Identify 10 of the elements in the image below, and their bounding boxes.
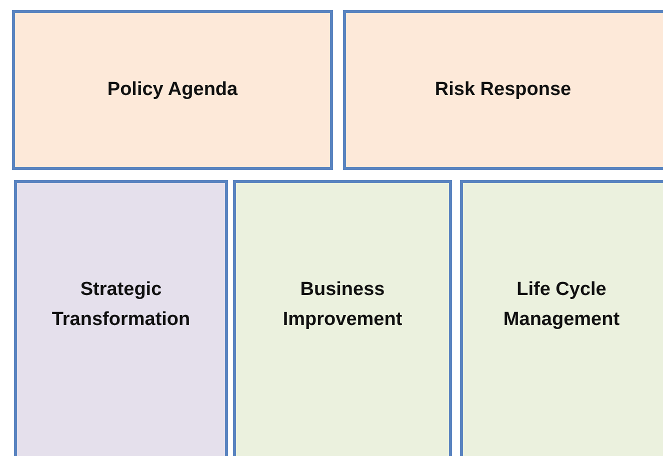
category-box xyxy=(233,180,452,456)
box-label: Life Cycle Management xyxy=(502,278,621,332)
category-box xyxy=(12,10,333,170)
category-box xyxy=(460,180,663,456)
box-label: Policy Agenda xyxy=(107,78,238,102)
box-label: Strategic Transformation xyxy=(50,278,192,332)
box-label: Risk Response xyxy=(434,78,572,102)
box-label: Business Improvement xyxy=(282,278,404,332)
category-box xyxy=(14,180,228,456)
category-box xyxy=(343,10,663,170)
